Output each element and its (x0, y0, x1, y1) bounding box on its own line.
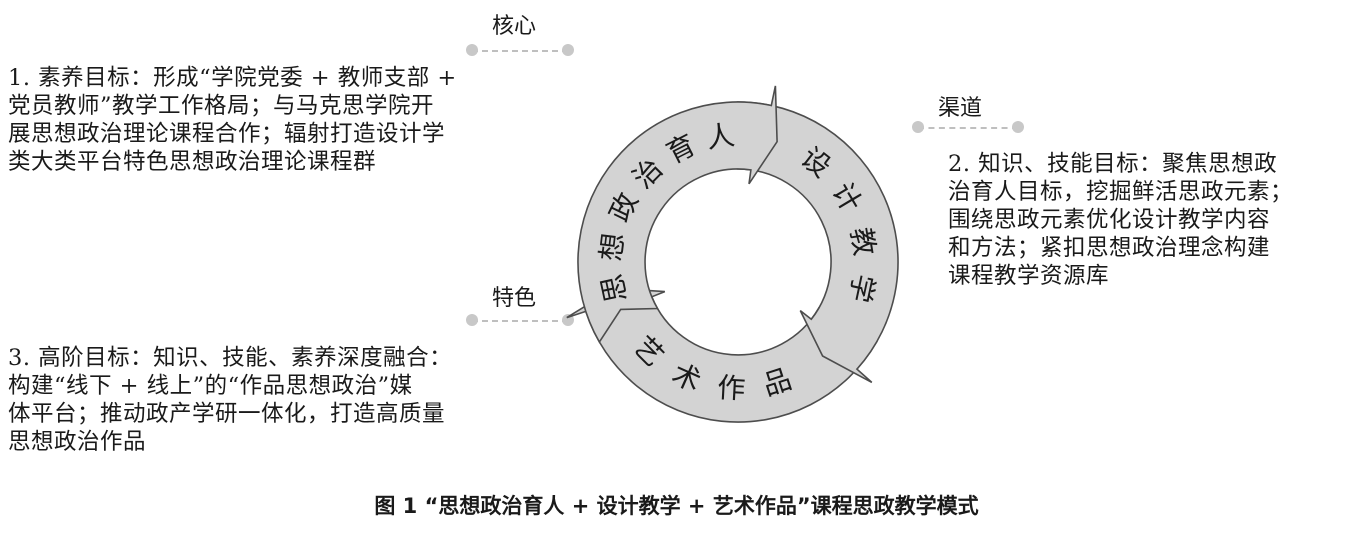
cycle-segment-design-teaching (736, 101, 899, 384)
segment-label-char: 学 (843, 271, 881, 305)
tag-core-label: 核心 (492, 14, 537, 39)
tag-channel-line (918, 127, 1018, 129)
goal-3-line: 构建“线下 + 线上”的“作品思想政治”媒 (8, 373, 413, 399)
goal-1-line: 展思想政治理论课程合作；辐射打造设计学 (8, 121, 446, 147)
goal-1-line: 党员教师”教学工作格局；与马克思学院开 (8, 93, 435, 119)
segment-label-char: 人 (704, 118, 736, 155)
goal-paragraph-3: 3. 高阶目标：知识、技能、素养深度融合： 构建“线下 + 线上”的“作品思想政… (8, 344, 452, 456)
goal-2-line: 治育人目标，挖掘鲜活思政元素； (948, 179, 1294, 205)
segment-label-char: 想 (594, 231, 630, 263)
goal-2-line: 围绕思政元素优化设计教学内容 (948, 207, 1271, 233)
goal-1-line: 1. 素养目标：形成“学院党委 + 教师支部 + (8, 65, 457, 91)
goal-1-line: 类大类平台特色思想政治理论课程群 (8, 149, 377, 175)
tag-core-dot-right (562, 44, 574, 56)
tag-channel-dot-right (1012, 121, 1024, 133)
segment-label-char: 思 (595, 271, 633, 305)
tag-channel-dot-left (912, 121, 924, 133)
goal-2-line: 课程教学资源库 (948, 263, 1110, 289)
segment-label-ideology: 思想政治育人 (594, 118, 736, 305)
tag-feature-line (472, 320, 568, 322)
segment-label-char: 教 (844, 225, 881, 258)
figure-caption: 图 1 “思想政治育人 + 设计教学 + 艺术作品”课程思政教学模式 (374, 494, 979, 518)
tag-feature-label: 特色 (492, 286, 537, 311)
tag-core-dot-left (466, 44, 478, 56)
segment-label-char: 作 (717, 371, 747, 405)
goal-paragraph-1: 1. 素养目标：形成“学院党委 + 教师支部 + 党员教师”教学工作格局；与马克… (8, 64, 457, 176)
goal-3-line: 3. 高阶目标：知识、技能、素养深度融合： (8, 345, 453, 371)
goal-3-line: 体平台；推动政产学研一体化，打造高质量 (8, 401, 446, 427)
tag-feature-dot-left (466, 314, 478, 326)
goal-2-line: 2. 知识、技能目标：聚焦思想政 (948, 151, 1278, 177)
cycle-segment-ideology (577, 85, 778, 344)
goal-paragraph-2: 2. 知识、技能目标：聚焦思想政 治育人目标，挖掘鲜活思政元素； 围绕思政元素优… (948, 150, 1293, 290)
goal-2-line: 和方法；紧扣思想政治理念构建 (948, 235, 1271, 261)
tag-channel-label: 渠道 (938, 96, 983, 121)
tag-core-line (472, 50, 568, 52)
goal-3-line: 思想政治作品 (8, 429, 147, 455)
